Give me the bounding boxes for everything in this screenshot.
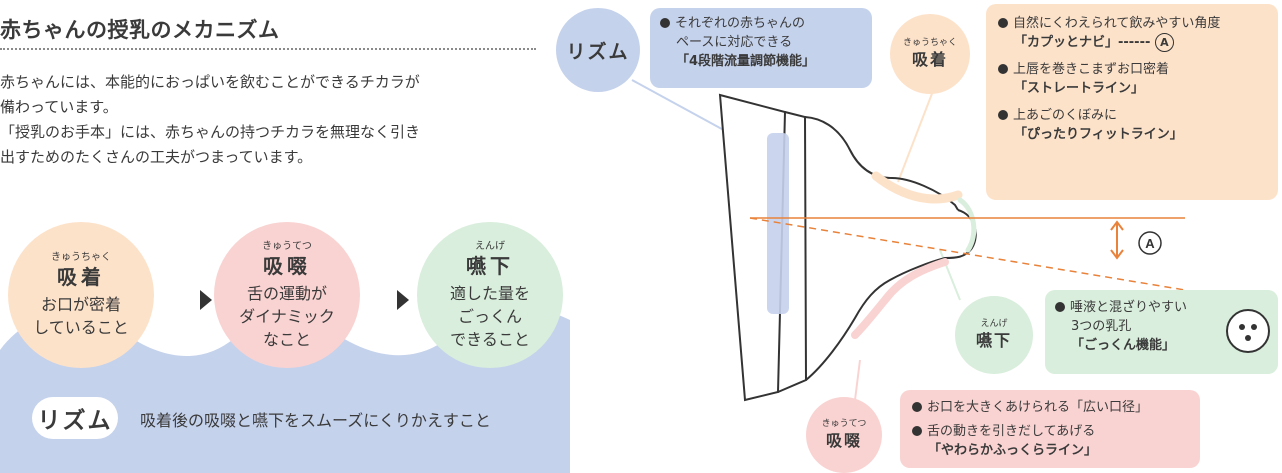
intro-line: 「授乳のお手本」には、赤ちゃんの持つチカラを無理なく引き bbox=[0, 123, 421, 141]
bullet-icon bbox=[998, 18, 1008, 28]
circle-ruby: えんげ bbox=[475, 240, 505, 252]
swallow-feature-name: 「ごっくん機能」 bbox=[1071, 338, 1176, 353]
rhythm-feature-box: それぞれの赤ちゃんの ペースに対応できる 「4段階流量調節機能」 bbox=[650, 8, 872, 88]
label-ruby: きゅうてつ bbox=[821, 419, 867, 429]
circle-line: 舌の運動が bbox=[246, 283, 327, 303]
circle-line: お口が密着 bbox=[40, 295, 121, 314]
suck-item-name: 「ストレートライン」 bbox=[1014, 81, 1145, 96]
a-mark-icon: A bbox=[1154, 33, 1174, 52]
label-swallow: えんげ 嚥下 bbox=[955, 296, 1033, 374]
bullet-icon bbox=[660, 18, 670, 28]
intro-text: 赤ちゃんには、本能的におっぱいを飲むことができるチカラが 備わっています。 「授… bbox=[0, 70, 540, 170]
nipple-holes-icon bbox=[1226, 309, 1270, 353]
rhythm-line: それぞれの赤ちゃんの bbox=[675, 16, 806, 31]
suck-feature-box: 自然にくわえられて飲みやすい角度 「カプッとナビ」------ A 上唇を巻きこ… bbox=[986, 4, 1278, 200]
label-title: 吸着 bbox=[911, 50, 948, 69]
rhythm-wave-band bbox=[0, 308, 570, 473]
label-ruby: えんげ bbox=[980, 319, 1008, 329]
bullet-icon bbox=[912, 426, 922, 436]
tip-guide bbox=[957, 197, 977, 253]
circle-line: なこと bbox=[262, 329, 311, 349]
angle-a-mark bbox=[1138, 231, 1162, 255]
circle-line: ごっくん bbox=[457, 306, 522, 326]
bullet-icon bbox=[998, 64, 1008, 74]
swallow-feature-box: 唾液と混ざりやすい 3つの乳孔 「ごっくん機能」 bbox=[1045, 290, 1278, 374]
suck-item-text: 上唇を巻きこまずお口密着 bbox=[1013, 62, 1170, 77]
label-suck: きゅうちゃく 吸着 bbox=[890, 14, 970, 94]
suck-leader-line bbox=[897, 77, 939, 183]
circle-title: 吸啜 bbox=[263, 253, 311, 278]
bullet-icon bbox=[998, 110, 1008, 120]
angle-a-label: A bbox=[1145, 236, 1155, 251]
bottle-collar-inner bbox=[777, 111, 808, 393]
circle-line: 適した量を bbox=[449, 283, 530, 303]
circle-title: 吸着 bbox=[57, 265, 105, 289]
rhythm-badge: リズム bbox=[32, 397, 118, 439]
circle-title: 嚥下 bbox=[466, 253, 514, 278]
angle-dashed-line bbox=[749, 217, 1186, 291]
circle-swallow: えんげ 嚥下 適した量を ごっくん できること bbox=[417, 222, 563, 368]
rhythm-description: 吸着後の吸啜と嚥下をスムーズにくりかえすこと bbox=[140, 411, 491, 430]
suck-item-text: 自然にくわえられて飲みやすい角度 bbox=[1013, 16, 1221, 31]
intro-line: 備わっています。 bbox=[0, 98, 118, 116]
circle-line: できること bbox=[450, 329, 530, 349]
swallow-line: 3つの乳孔 bbox=[1071, 319, 1132, 334]
page-title: 赤ちゃんの授乳のメカニズム bbox=[0, 18, 280, 42]
arrow-right-icon bbox=[397, 290, 409, 310]
title-divider bbox=[0, 48, 536, 50]
intro-line: 赤ちゃんには、本能的におっぱいを飲むことができるチカラが bbox=[0, 73, 420, 91]
swallow-line: 唾液と混ざりやすい bbox=[1070, 300, 1188, 315]
circle-line: ダイナミック bbox=[239, 306, 335, 326]
label-title: 吸啜 bbox=[825, 431, 862, 450]
upper-lip-guide bbox=[871, 171, 963, 204]
suck-item-name: 「カプッとナビ」------ bbox=[1014, 35, 1151, 50]
rhythm-feature-name: 「4段階流量調節機能」 bbox=[676, 54, 816, 69]
label-ruby: きゅうちゃく bbox=[902, 38, 957, 48]
angle-arrow-head-bottom bbox=[1110, 249, 1124, 260]
tongue-item-text: お口を大きくあけられる「広い口径」 bbox=[927, 400, 1149, 415]
intro-line: 出すためのたくさんの工夫がつまっています。 bbox=[0, 148, 313, 166]
lower-tongue-guide bbox=[851, 258, 949, 339]
label-tongue: きゅうてつ 吸啜 bbox=[806, 397, 882, 473]
bullet-icon bbox=[1055, 302, 1065, 312]
suck-item-text: 上あごのくぼみに bbox=[1013, 108, 1118, 123]
label-rhythm: リズム bbox=[556, 8, 640, 92]
flow-indicator bbox=[767, 133, 789, 314]
angle-arrow-head-top bbox=[1110, 220, 1124, 231]
circle-suck: きゅうちゃく 吸着 お口が密着 していること bbox=[8, 222, 154, 368]
label-rhythm-title: リズム bbox=[566, 40, 630, 63]
suck-item-name: 「ぴったりフィットライン」 bbox=[1014, 127, 1183, 142]
tongue-item-text: 舌の動きを引きだしてあげる bbox=[927, 424, 1096, 439]
circle-ruby: きゅうてつ bbox=[262, 240, 312, 252]
circle-tongue: きゅうてつ 吸啜 舌の運動が ダイナミック なこと bbox=[214, 222, 360, 368]
circle-ruby: きゅうちゃく bbox=[51, 252, 111, 263]
tongue-item-name: 「やわらかふっくらライン」 bbox=[928, 443, 1098, 458]
rhythm-line: ペースに対応できる bbox=[676, 35, 793, 50]
tongue-feature-box: お口を大きくあけられる「広い口径」 舌の動きを引きだしてあげる 「やわらかふっく… bbox=[900, 390, 1200, 468]
arrow-right-icon bbox=[200, 290, 212, 310]
bullet-icon bbox=[912, 402, 922, 412]
circle-line: していること bbox=[33, 318, 129, 337]
nipple-diagram: A bbox=[631, 77, 1186, 441]
label-title: 嚥下 bbox=[975, 331, 1012, 350]
